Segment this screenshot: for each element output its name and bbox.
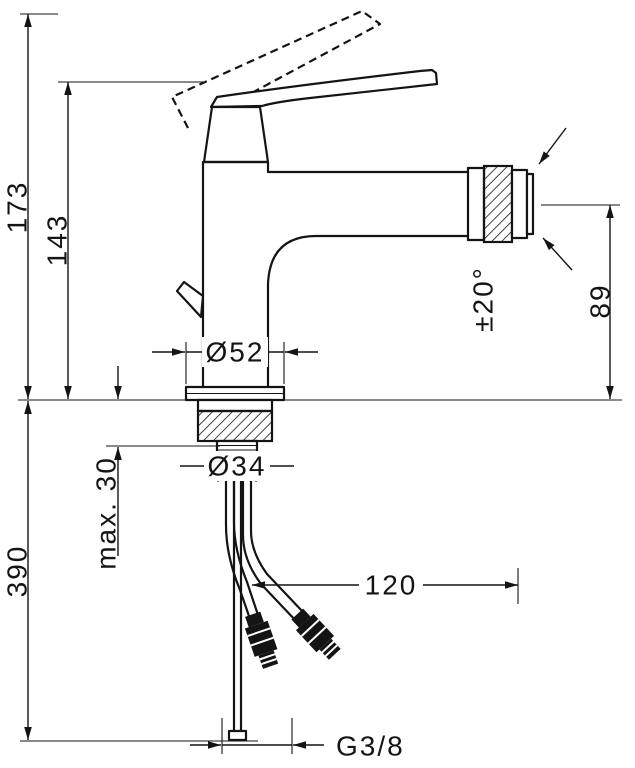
handle-lever [209,68,439,109]
dim-thread [190,718,324,754]
dim-label-underdeck-length: 390 [2,545,33,598]
dim-outlet-height [541,204,620,399]
dim-label-spout-height: 143 [42,214,73,267]
handle-raised-dashed-outline [170,9,382,129]
mounting-nut [196,409,274,443]
popup-waste-knob [175,280,205,319]
dim-label-thread: G3/8 [336,731,405,762]
dim-underdeck-length [20,401,258,742]
dim-deck-thickness [106,366,220,556]
faucet-body-outline [201,160,470,390]
faucet-drawing [18,9,622,742]
dim-label-swivel-angle: ±20° [468,266,499,332]
hose-left [224,456,283,672]
dim-swivel-angle [538,127,573,271]
hose-connector-left [240,609,283,672]
dimension-annotations: 173 143 390 max. 30 Ø52 Ø34 120 89 ±20° … [2,13,620,762]
dim-label-outlet-height: 89 [585,283,616,318]
aerator-outlet [466,164,535,244]
dim-label-deck-thickness: max. 30 [91,456,122,570]
dim-label-total-height: 173 [2,181,33,234]
dim-label-base-diameter: Ø52 [206,337,265,368]
dim-label-reach: 120 [365,570,418,601]
underdeck-fixation [196,398,274,460]
dim-spout-height [58,81,205,399]
handle-dome [202,105,270,164]
base-flange [184,385,286,402]
rod-tip [227,729,248,742]
dim-total-height [20,13,58,399]
hose-connector-right [287,604,345,664]
supply-hoses [224,456,345,672]
dim-label-shank-diameter: Ø34 [208,451,267,482]
washer [196,398,274,413]
